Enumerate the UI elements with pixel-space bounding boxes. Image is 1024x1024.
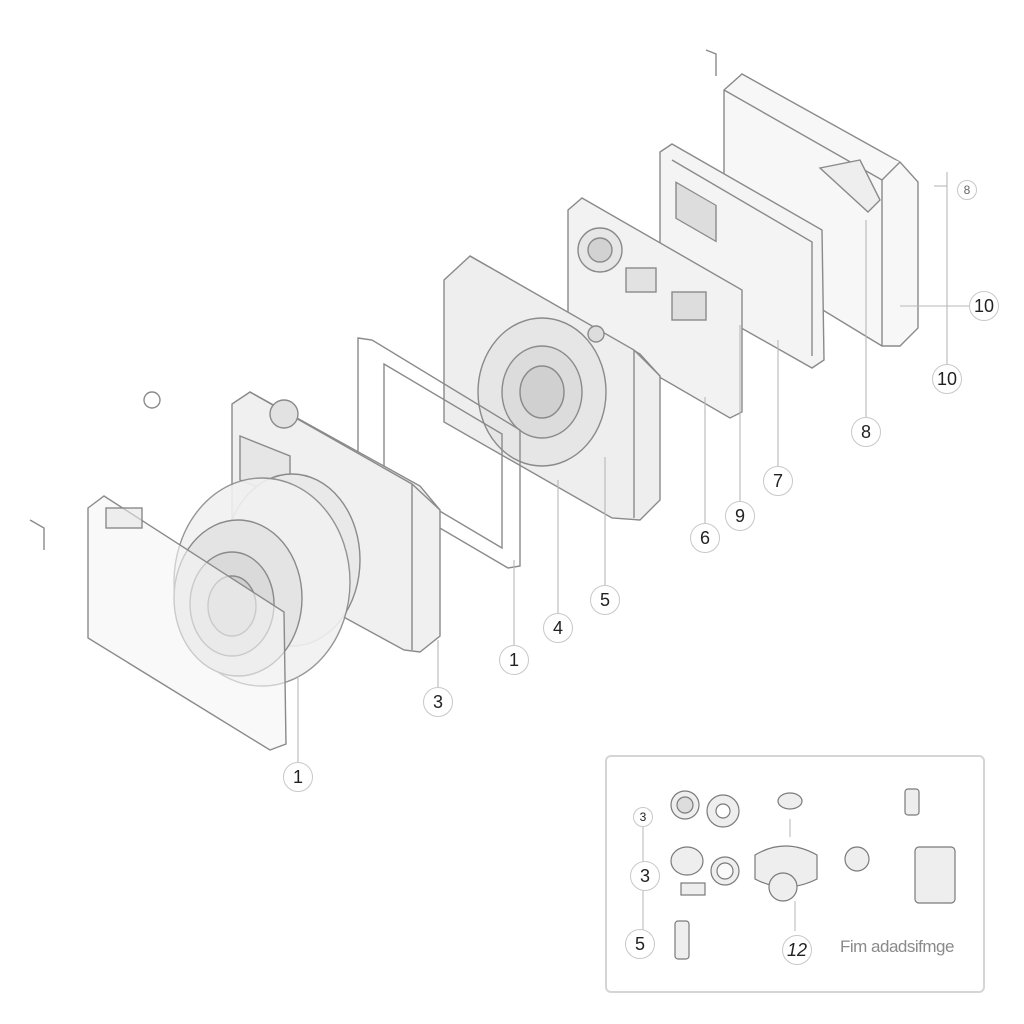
- callout-1-frame: 1: [499, 645, 529, 675]
- callout-7: 7: [763, 466, 793, 496]
- internal-frame: [659, 143, 825, 369]
- callout-10-lower: 10: [932, 364, 962, 394]
- inset-caption: Fim adadsifmge: [840, 937, 954, 956]
- inset-callout-5: 5: [625, 929, 655, 959]
- inset-callout-3a: 3: [633, 807, 653, 827]
- inset-callout-12: 12: [782, 935, 812, 965]
- front-body: [443, 255, 661, 521]
- loose-ring-part: [143, 391, 161, 409]
- callout-9: 9: [725, 501, 755, 531]
- front-cover: [87, 495, 287, 751]
- callout-10-side: 10: [969, 291, 999, 321]
- loose-clip-part: [29, 519, 45, 550]
- parts-detail-inset: 3 3 5 12: [605, 755, 985, 993]
- callout-1-lens: 1: [283, 762, 313, 792]
- inset-callout-3b: 3: [630, 861, 660, 891]
- circuit-board: [567, 197, 743, 419]
- callout-4: 4: [543, 613, 573, 643]
- callout-3-body: 3: [423, 687, 453, 717]
- callout-5: 5: [590, 585, 620, 615]
- callout-8-top: 8: [957, 180, 977, 200]
- callout-6: 6: [690, 523, 720, 553]
- loose-clip-part-top: [705, 49, 717, 76]
- callout-8: 8: [851, 417, 881, 447]
